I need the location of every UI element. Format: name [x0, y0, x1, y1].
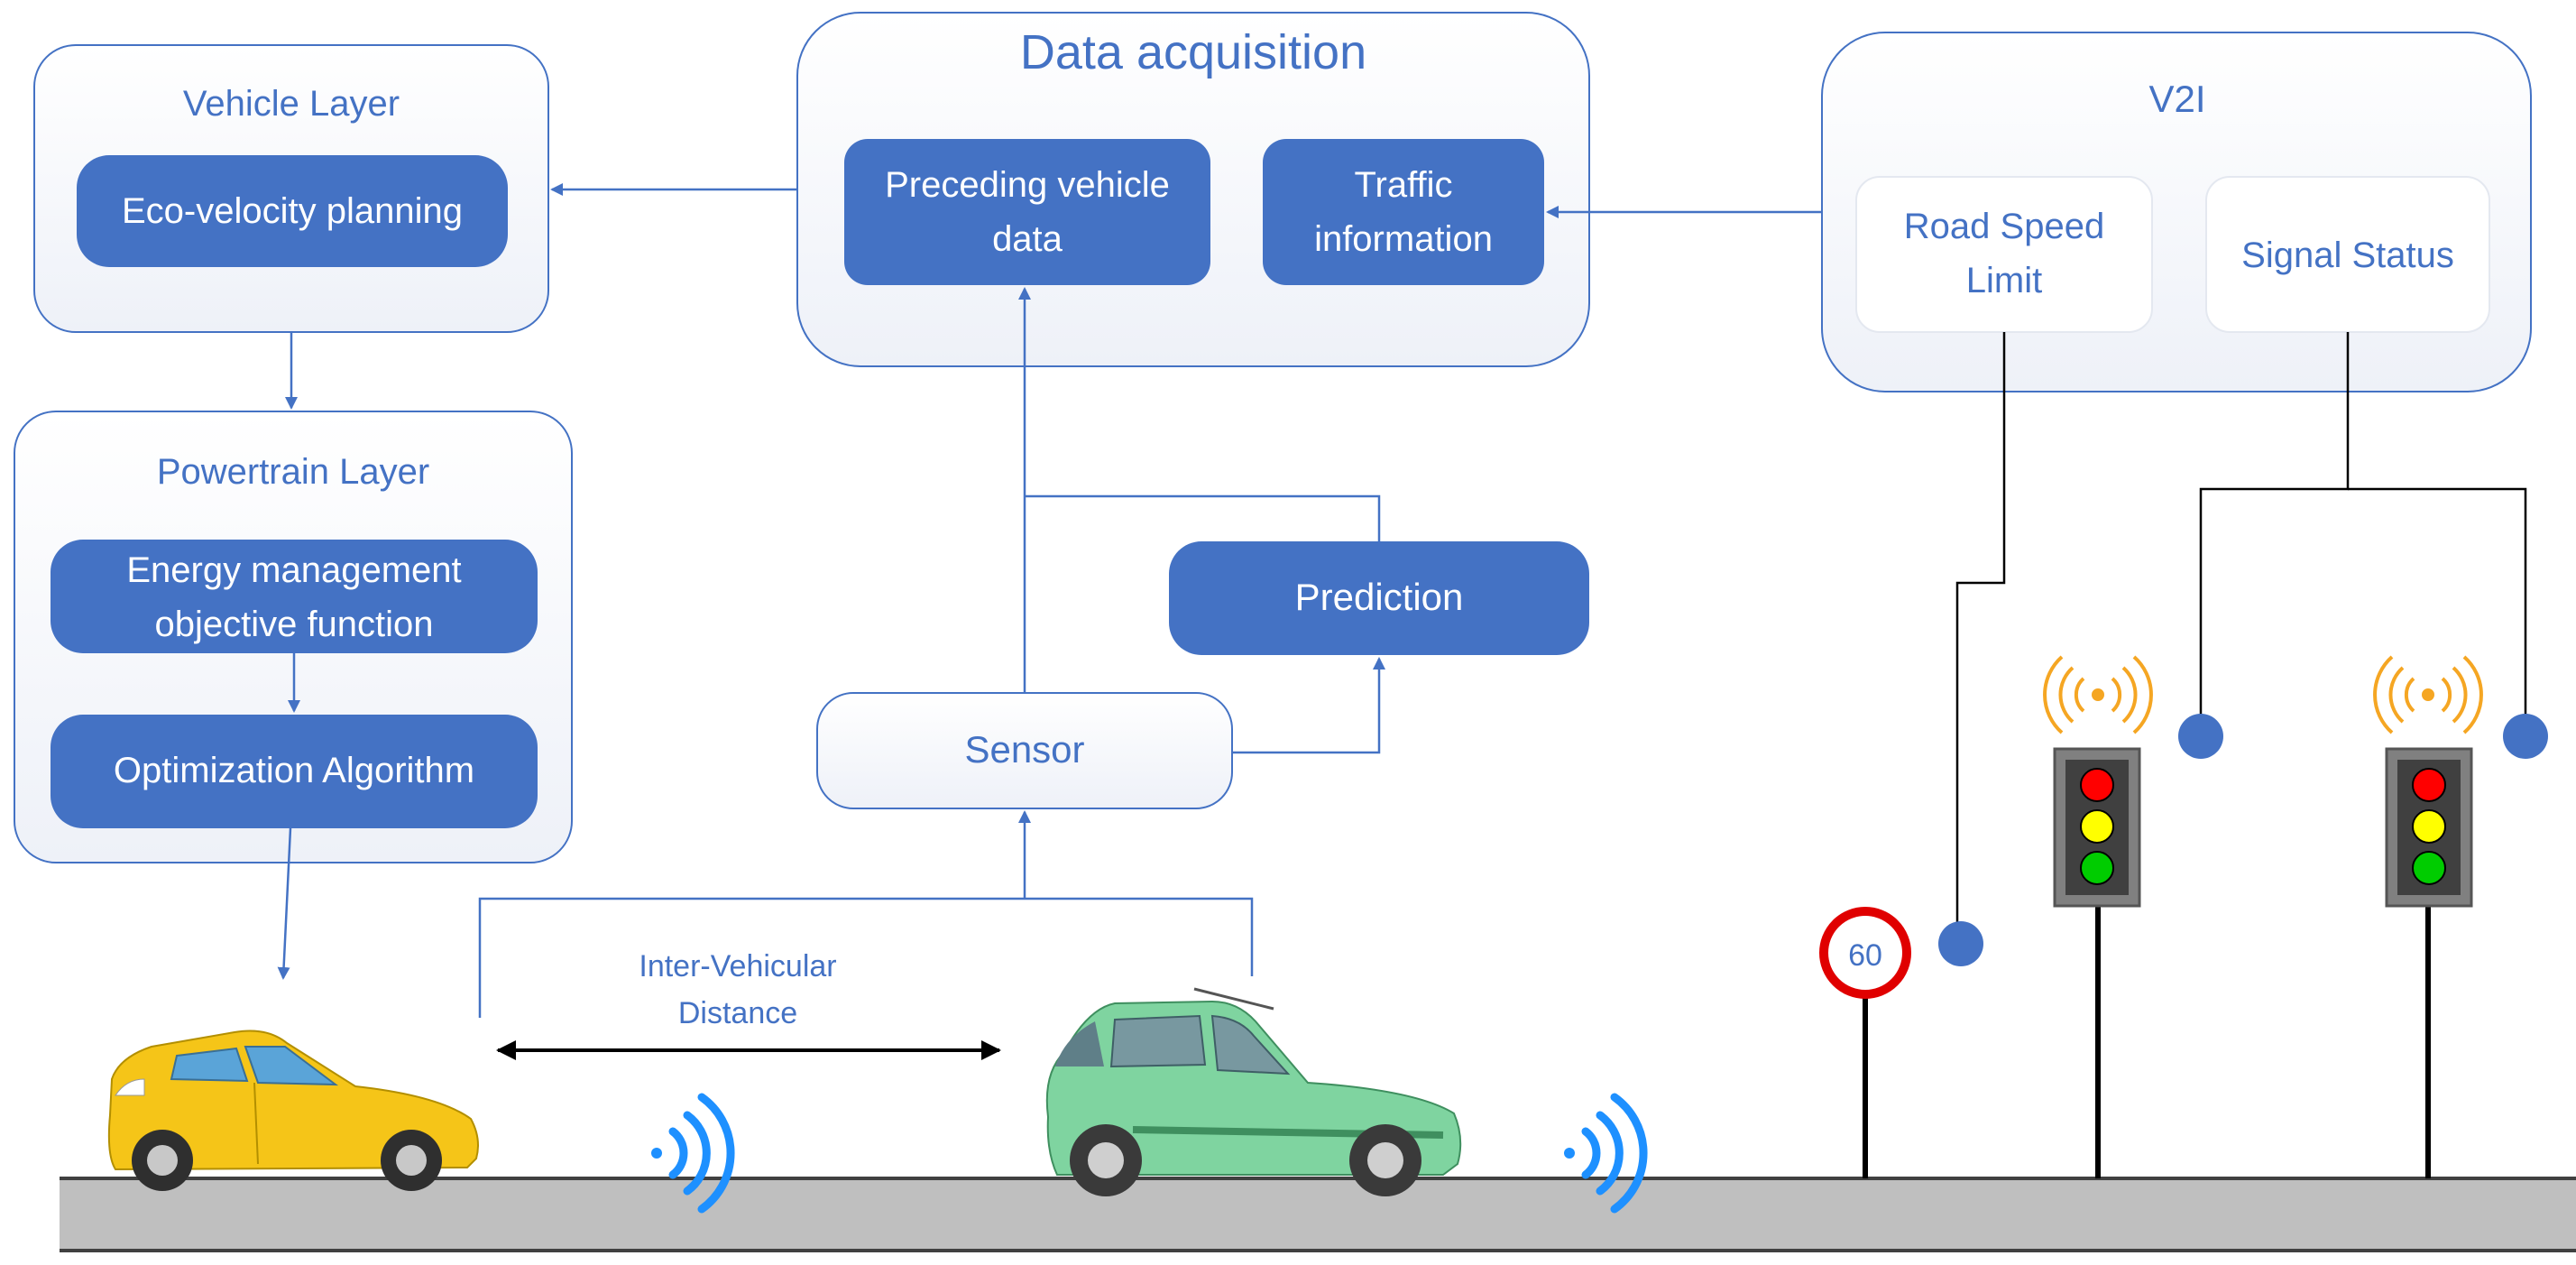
energy-management-label-line1: Energy management — [126, 550, 461, 590]
line-junction-to-prediction — [1025, 494, 1381, 541]
road-speed-limit-box[interactable]: Road Speed Limit — [1855, 176, 2153, 333]
signal-status-link-a — [2199, 332, 2350, 733]
optimization-algorithm-box[interactable]: Optimization Algorithm — [51, 715, 538, 828]
v2i-title: V2I — [2148, 78, 2205, 120]
measurement-bracket — [478, 897, 1254, 1018]
speed-limit-node — [1938, 921, 1983, 966]
powertrain-layer-title: Powertrain Layer — [157, 452, 429, 492]
signal-status-box[interactable]: Signal Status — [2205, 176, 2490, 333]
signal-status-link-b — [2348, 487, 2527, 733]
connectors — [277, 183, 1822, 1018]
broadcast-icon-2 — [2373, 655, 2483, 734]
broadcast-icon-1 — [2043, 655, 2153, 734]
wireless-signal-icon-1 — [651, 1093, 735, 1214]
sensor-label: Sensor — [964, 728, 1084, 771]
road-speed-limit-line1: Road Speed — [1904, 207, 2104, 246]
optimization-algorithm-label: Optimization Algorithm — [114, 751, 474, 790]
distance-label-line2: Distance — [678, 996, 797, 1030]
data-acquisition-title: Data acquisition — [1020, 25, 1366, 79]
powertrain-layer-panel: Powertrain Layer Energy management objec… — [14, 411, 573, 863]
prediction-label: Prediction — [1295, 576, 1464, 618]
preceding-vehicle-data-line1: Preceding vehicle — [885, 165, 1170, 205]
road-speed-limit-line2: Limit — [1966, 261, 2042, 300]
eco-velocity-planning-box[interactable]: Eco-velocity planning — [77, 155, 508, 267]
traffic-information-line2: information — [1314, 219, 1493, 259]
energy-management-label-line2: objective function — [154, 605, 433, 644]
distance-label-line1: Inter-Vehicular — [639, 949, 836, 983]
preceding-vehicle-data-box[interactable]: Preceding vehicle data — [844, 139, 1210, 285]
preceding-vehicle-data-line2: data — [992, 219, 1063, 259]
signal-node-1 — [2178, 714, 2223, 759]
vehicle-layer-title: Vehicle Layer — [183, 84, 400, 124]
preceding-car-icon — [1045, 987, 1462, 1196]
energy-management-box[interactable]: Energy management objective function — [51, 540, 538, 653]
eco-velocity-planning-label: Eco-velocity planning — [122, 191, 463, 231]
arrow-optimization-to-car — [277, 827, 292, 980]
prediction-box[interactable]: Prediction — [1169, 541, 1589, 655]
speed-limit-value: 60 — [1848, 938, 1882, 973]
signal-node-2 — [2503, 714, 2548, 759]
road — [60, 1177, 2576, 1252]
v2i-panel: V2I Road Speed Limit Signal Status — [1821, 32, 2532, 392]
data-acquisition-panel: Data acquisition Preceding vehicle data … — [796, 12, 1590, 367]
traffic-information-line1: Traffic — [1355, 165, 1453, 205]
speed-limit-sign: 60 — [1819, 907, 1911, 1178]
arrow-sensor-to-prediction — [1232, 657, 1385, 754]
signal-status-label: Signal Status — [2241, 235, 2454, 275]
sensor-box[interactable]: Sensor — [816, 692, 1233, 809]
v2i-links — [1955, 332, 2527, 942]
wireless-signal-icon-2 — [1564, 1093, 1648, 1214]
traffic-light-1 — [2043, 655, 2153, 1178]
ego-car-icon — [107, 1030, 479, 1191]
speed-limit-link — [1955, 332, 2006, 942]
vehicle-layer-panel: Vehicle Layer Eco-velocity planning — [33, 44, 549, 333]
traffic-information-box[interactable]: Traffic information — [1263, 139, 1544, 285]
traffic-light-2 — [2373, 655, 2483, 1178]
